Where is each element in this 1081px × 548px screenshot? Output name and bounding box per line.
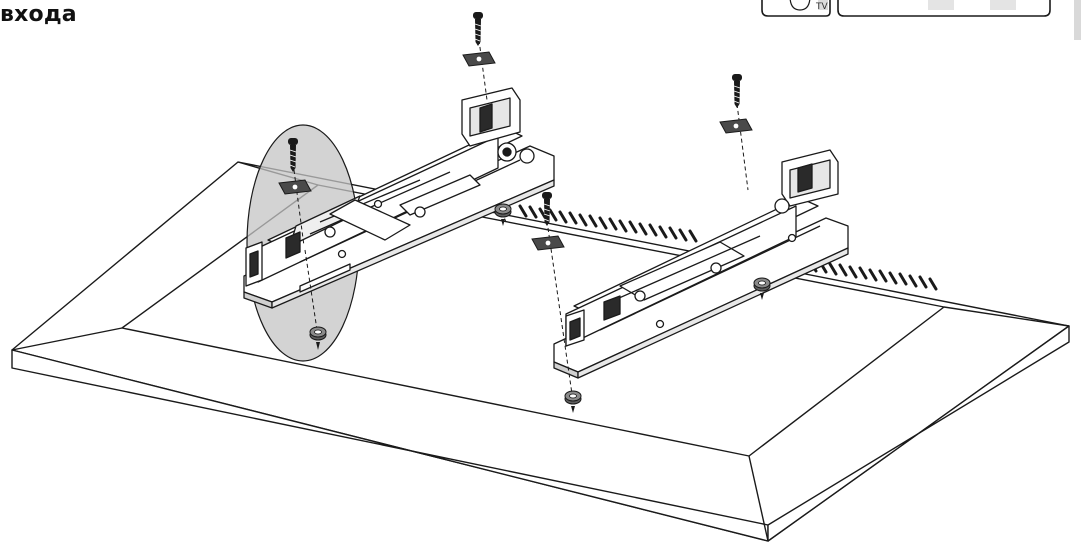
washer-center	[531, 235, 565, 251]
inset-tv-label: TV	[815, 2, 828, 12]
washer-right	[719, 118, 753, 134]
right-tilt-bracket	[553, 149, 849, 379]
page-heading: входа	[0, 2, 77, 27]
screw-top-left	[472, 11, 484, 47]
screw-right	[731, 73, 743, 109]
pad-mid	[494, 203, 512, 218]
pad-right	[753, 277, 771, 292]
washer-detail	[278, 179, 312, 195]
tv-panel	[11, 161, 1070, 542]
pad-screw-tips	[316, 219, 764, 413]
tv-right-edge	[767, 325, 1070, 542]
left-tilt-bracket	[243, 87, 555, 309]
inset-panel: TV	[761, 0, 1081, 40]
washer-top-left	[462, 51, 496, 67]
pad-left	[309, 326, 327, 341]
pad-center-bottom	[564, 390, 582, 405]
vent-slots	[518, 204, 938, 291]
